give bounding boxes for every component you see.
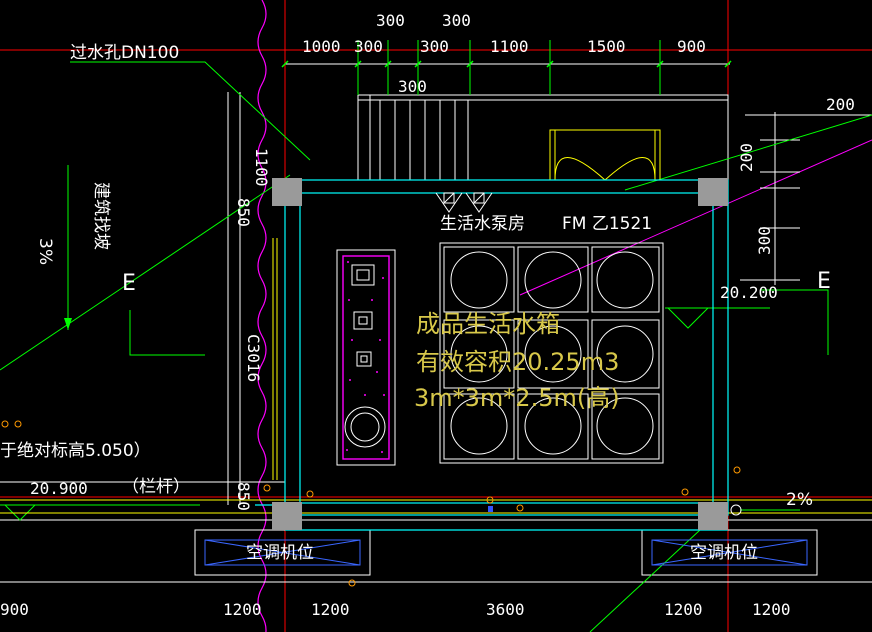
vent-icons bbox=[435, 192, 493, 213]
door-code-label: FM 乙1521 bbox=[562, 214, 652, 234]
tank-line-1: 成品生活水箱 bbox=[416, 310, 560, 338]
top-dim-2: 300 bbox=[442, 11, 471, 30]
top-dim-1: 300 bbox=[376, 11, 405, 30]
bottom-dim-1: 900 bbox=[0, 600, 29, 619]
pump-room-label: 生活水泵房 bbox=[440, 214, 525, 234]
door-frame bbox=[549, 129, 661, 181]
right-dim-2: 200 bbox=[737, 143, 756, 172]
top-dim-3: 1000 bbox=[302, 37, 341, 56]
top-dim-small: 300 bbox=[398, 77, 427, 96]
left-dim-2: 850 bbox=[234, 198, 253, 227]
door-swing-right bbox=[604, 157, 656, 181]
ac-left-label: 空调机位 bbox=[246, 543, 314, 563]
bottom-dim-5: 1200 bbox=[664, 600, 703, 619]
dim-ext-top bbox=[357, 40, 661, 95]
axis-mark-right bbox=[760, 289, 829, 355]
room-walls bbox=[255, 179, 729, 531]
leader-ac-right bbox=[589, 529, 701, 632]
valve-symbol bbox=[488, 506, 493, 512]
stair-outline bbox=[357, 94, 729, 181]
pump-equipment bbox=[336, 249, 396, 466]
slope-line bbox=[0, 174, 291, 371]
bottom-dim-4: 3600 bbox=[486, 600, 525, 619]
door-swing-left bbox=[554, 157, 606, 181]
right-dim-1: 200 bbox=[826, 95, 855, 114]
top-dim-4: 300 bbox=[354, 37, 383, 56]
top-dim-5: 300 bbox=[420, 37, 449, 56]
columns bbox=[272, 178, 728, 530]
top-dim-6: 1100 bbox=[490, 37, 529, 56]
left-dim-3: C3016 bbox=[244, 334, 263, 382]
ac-right-label: 空调机位 bbox=[690, 543, 758, 563]
right-dim-3: 300 bbox=[755, 226, 774, 255]
arrow-head-left bbox=[64, 318, 72, 330]
water-tank-grid bbox=[439, 242, 664, 464]
leader-pipe-hole bbox=[70, 61, 311, 161]
leader-door bbox=[624, 114, 872, 191]
elevation-left: 20.900 bbox=[30, 479, 88, 498]
top-dim-7: 1500 bbox=[587, 37, 626, 56]
slope-right-label: 2% bbox=[786, 490, 813, 510]
left-dim-4: 850 bbox=[234, 482, 253, 511]
bottom-dim-3: 1200 bbox=[311, 600, 350, 619]
tank-line-2: 有效容积20.25m3 bbox=[416, 348, 619, 376]
elev-mark-left bbox=[4, 504, 36, 521]
building-slope-label: 建筑找坡 bbox=[91, 182, 111, 250]
slope-left-label: 3% bbox=[35, 238, 55, 265]
ac-unit-right-box bbox=[641, 529, 818, 576]
axis-right-label: E bbox=[817, 269, 831, 294]
break-line bbox=[257, 0, 267, 632]
pipe-hole-label: 过水孔DN100 bbox=[70, 43, 179, 63]
railing-label: （栏杆） bbox=[122, 477, 190, 497]
tank-text: 成品生活水箱 有效容积20.25m3 3m*3m*2.5m(高) bbox=[414, 310, 620, 412]
axis-left-label: E bbox=[122, 271, 136, 296]
drain-points bbox=[1, 420, 741, 587]
axis-mark-left bbox=[129, 310, 205, 356]
elev-mark-right bbox=[667, 307, 709, 329]
bottom-dim-2: 1200 bbox=[223, 600, 262, 619]
tank-line-3: 3m*3m*2.5m(高) bbox=[414, 384, 620, 412]
top-dim-8: 900 bbox=[677, 37, 706, 56]
abs-elevation-label: 于绝对标高5.050） bbox=[0, 441, 151, 461]
pipe-symbol bbox=[730, 504, 742, 516]
ac-crosses bbox=[204, 539, 808, 566]
elevation-right: 20.200 bbox=[720, 283, 778, 302]
bottom-dim-6: 1200 bbox=[752, 600, 791, 619]
left-dim-1: 1100 bbox=[252, 148, 271, 187]
